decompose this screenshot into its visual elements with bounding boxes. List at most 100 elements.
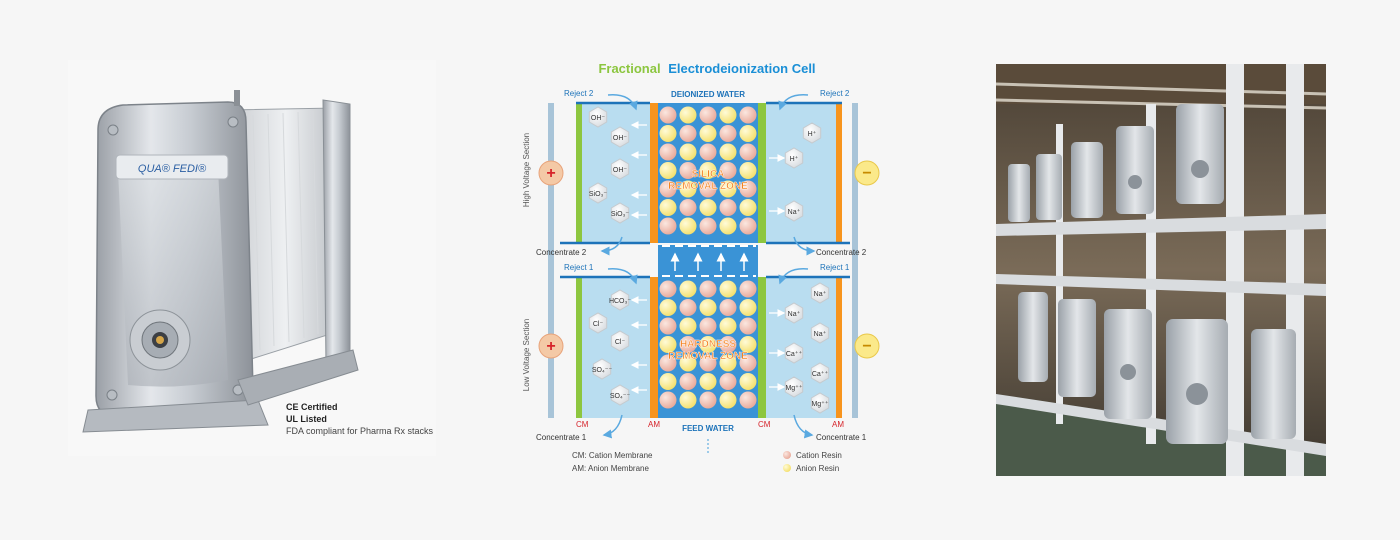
anion-resin-bead <box>699 373 717 390</box>
lower-cm-membrane-left <box>576 277 582 418</box>
ion-lower-right: Na⁺ <box>810 282 830 304</box>
svg-text:Ca⁺⁺: Ca⁺⁺ <box>812 370 829 378</box>
anion-resin-bead <box>659 162 677 179</box>
svg-text:SO₄⁻⁻: SO₄⁻⁻ <box>610 393 631 400</box>
cation-resin-bead <box>679 162 697 179</box>
cation-resin-bead <box>699 143 717 161</box>
svg-text:SiO₃⁻: SiO₃⁻ <box>611 211 630 218</box>
svg-text:Cl⁻: Cl⁻ <box>593 321 604 328</box>
rack-units <box>1008 104 1296 444</box>
concentrate-2-right: Concentrate 2 <box>816 248 867 257</box>
anion-resin-bead <box>679 280 697 298</box>
svg-text:OH⁻: OH⁻ <box>591 115 606 122</box>
anion-resin-bead <box>739 199 757 216</box>
plus-electrode-lower: + <box>538 333 564 359</box>
cation-resin-bead <box>659 217 677 235</box>
ion-lower-left: SO₄⁻⁻ <box>592 358 613 380</box>
svg-text:SiO₃⁻: SiO₃⁻ <box>589 191 608 198</box>
anion-resin-bead <box>699 199 717 216</box>
cation-resin-bead <box>699 391 717 409</box>
cation-resin-bead <box>739 106 757 124</box>
svg-text:H⁺: H⁺ <box>808 130 817 138</box>
lower-am-membrane <box>650 277 658 418</box>
ion-upper-right: H⁺ <box>802 122 822 144</box>
anion-resin-bead <box>719 143 737 161</box>
hardness-zone-line2: REMOVAL ZONE <box>668 351 748 362</box>
lower-resin-bed <box>659 280 757 409</box>
device-photo: QUA® FEDI® CE Certified UL Listed FDA co… <box>68 60 436 456</box>
fda-note: FDA compliant for Pharma Rx stacks <box>286 426 434 436</box>
anion-resin-bead <box>659 336 677 353</box>
ion-upper-left: OH⁻ <box>610 158 630 180</box>
ion-upper-left: SiO₃⁻ <box>588 182 608 204</box>
cation-resin-bead <box>719 199 737 216</box>
ion-upper-left: OH⁻ <box>588 106 608 128</box>
cation-resin-bead <box>739 280 757 298</box>
ion-lower-right: Na⁺ <box>810 322 830 344</box>
cation-resin-bead <box>659 391 677 409</box>
anion-resin-bead <box>679 217 697 235</box>
anion-resin-bead <box>719 106 737 124</box>
title-part-fractional: Fractional <box>598 61 660 76</box>
legend-anion-resin: Anion Resin <box>796 464 839 473</box>
concentrate-2-left: Concentrate 2 <box>536 248 587 257</box>
cm-marker-right: CM <box>758 420 771 429</box>
anion-resin-bead <box>719 180 737 198</box>
cation-resin-bead <box>719 299 737 316</box>
cation-resin-bead <box>679 125 697 142</box>
anion-resin-bead <box>739 299 757 316</box>
ion-upper-right: Na⁺ <box>784 200 804 222</box>
cation-resin-bead <box>719 125 737 142</box>
anion-resin-bead <box>699 125 717 142</box>
ion-upper-left: SiO₃⁻ <box>610 202 630 224</box>
cation-resin-bead <box>719 373 737 390</box>
ce-mark: CE <box>286 402 299 412</box>
anion-resin-bead <box>719 317 737 335</box>
device-logo-text: QUA® FEDI® <box>138 163 207 175</box>
fedi-cell-diagram: Fractional Electrodeionization Cell High… <box>512 55 902 475</box>
ion-group: OH⁻OH⁻OH⁻SiO₃⁻SiO₃⁻H⁺H⁺Na⁺HCO₃⁻Cl⁻Cl⁻SO₄… <box>588 106 830 414</box>
cation-resin-bead <box>699 354 717 372</box>
diagram-title: Fractional Electrodeionization Cell <box>598 61 815 76</box>
title-part-cell: Electrodeionization Cell <box>668 61 815 76</box>
ion-lower-right: Na⁺ <box>784 302 804 324</box>
silica-zone-line1: SILICA <box>692 169 725 180</box>
fedi-stack-image: QUA® FEDI® <box>82 90 359 433</box>
ion-upper-right: H⁺ <box>784 147 804 169</box>
anion-resin-bead <box>679 143 697 161</box>
cation-resin-bead <box>659 280 677 298</box>
cation-resin-bead <box>659 106 677 124</box>
cation-resin-bead <box>699 180 717 198</box>
cation-resin-bead <box>739 354 757 372</box>
anion-resin-bead <box>699 336 717 353</box>
ion-lower-left: Cl⁻ <box>610 330 630 352</box>
anion-resin-bead <box>679 391 697 409</box>
am-marker-left: AM <box>648 420 660 429</box>
cation-resin-bead <box>719 336 737 353</box>
svg-text:SO₄⁻⁻: SO₄⁻⁻ <box>592 367 613 374</box>
cation-resin-bead <box>659 143 677 161</box>
anion-resin-swatch <box>783 464 791 472</box>
ion-lower-right: Ca⁺⁺ <box>810 362 830 384</box>
cation-resin-bead <box>679 299 697 316</box>
cathode-bar <box>852 103 858 418</box>
upper-am-membrane-right <box>836 103 842 243</box>
anion-resin-bead <box>679 354 697 372</box>
concentrate-1-right: Concentrate 1 <box>816 433 867 442</box>
anion-resin-bead <box>739 162 757 179</box>
silica-zone-line2: REMOVAL ZONE <box>668 181 748 192</box>
cation-resin-bead <box>659 354 677 372</box>
anion-resin-bead <box>659 373 677 390</box>
svg-text:Na⁺: Na⁺ <box>814 290 827 298</box>
am-marker-right: AM <box>832 420 844 429</box>
certified-text: Certified <box>301 402 338 412</box>
anion-resin-bead <box>699 299 717 316</box>
anion-resin-bead <box>719 354 737 372</box>
upper-right-chamber <box>766 103 842 243</box>
cation-resin-bead <box>699 217 717 235</box>
cation-resin-bead <box>659 180 677 198</box>
cation-resin-bead <box>699 280 717 298</box>
cation-resin-bead <box>699 317 717 335</box>
svg-text:−: − <box>862 338 871 355</box>
anion-resin-bead <box>719 217 737 235</box>
